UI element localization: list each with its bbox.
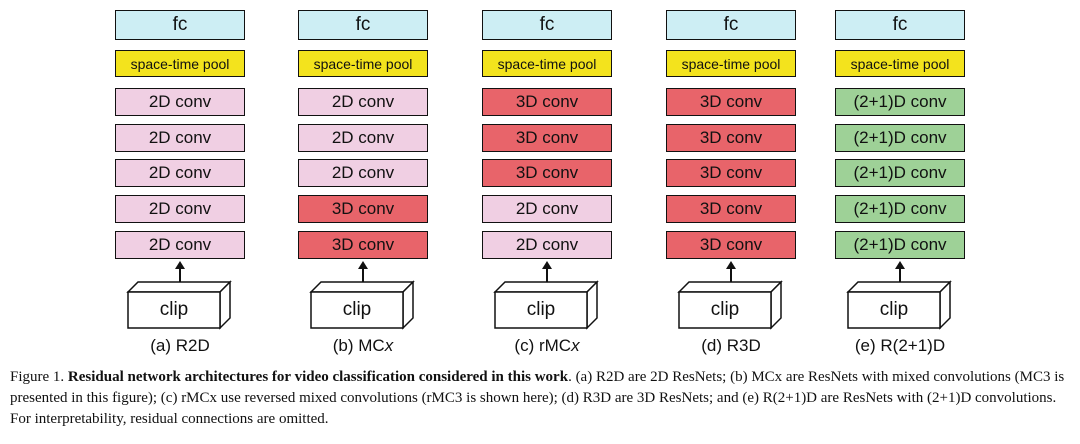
clip-cube-icon (493, 280, 599, 330)
conv-layer: 2D conv (482, 195, 612, 223)
up-arrow-head (726, 261, 736, 269)
conv-layer: 3D conv (666, 124, 796, 152)
column-label: (d) R3D (701, 336, 761, 355)
clip-label: clip (710, 299, 740, 320)
column-rmcx: fc space-time pool 3D conv 3D conv 3D co… (482, 0, 612, 365)
conv-layer: 3D conv (666, 231, 796, 259)
conv-layer: (2+1)D conv (835, 231, 965, 259)
clip-cube-icon (309, 280, 415, 330)
conv-layer: 2D conv (115, 231, 245, 259)
space-time-pool-layer: space-time pool (835, 50, 965, 77)
up-arrow-head (358, 261, 368, 269)
fc-layer: fc (298, 10, 428, 40)
fc-layer: fc (666, 10, 796, 40)
column-r21d: fc space-time pool (2+1)D conv (2+1)D co… (835, 0, 965, 365)
conv-layer: 3D conv (482, 88, 612, 116)
conv-layer: (2+1)D conv (835, 88, 965, 116)
space-time-pool-layer: space-time pool (115, 50, 245, 77)
column-r2d: fc space-time pool 2D conv 2D conv 2D co… (115, 0, 245, 365)
conv-layer: 3D conv (666, 195, 796, 223)
conv-layer: 3D conv (482, 124, 612, 152)
conv-layer: (2+1)D conv (835, 124, 965, 152)
conv-layer: 2D conv (115, 124, 245, 152)
column-label: (b) MCx (332, 336, 394, 355)
caption-title: Residual network architectures for video… (67, 369, 569, 385)
fc-layer: fc (482, 10, 612, 40)
conv-layer: 3D conv (666, 88, 796, 116)
conv-layer: 2D conv (115, 159, 245, 187)
clip-cube-icon (846, 280, 952, 330)
clip-label: clip (526, 299, 556, 320)
caption-body: . (a) R2D are 2D ResNets; (b) MCx are Re… (10, 369, 1065, 427)
up-arrow-line (362, 268, 364, 284)
conv-layer: 3D conv (482, 159, 612, 187)
conv-layer: 2D conv (482, 231, 612, 259)
up-arrow-line (730, 268, 732, 284)
up-arrow-line (899, 268, 901, 284)
up-arrow-head (175, 261, 185, 269)
column-label: (a) R2D (150, 336, 210, 355)
conv-layer: 3D conv (298, 195, 428, 223)
clip-label: clip (159, 299, 189, 320)
conv-layer: 3D conv (666, 159, 796, 187)
caption-figure-number: Figure 1. (10, 369, 65, 385)
conv-layer: 2D conv (298, 88, 428, 116)
fc-layer: fc (115, 10, 245, 40)
up-arrow-line (546, 268, 548, 284)
clip-label: clip (342, 299, 372, 320)
figure-caption: Figure 1. Residual network architectures… (10, 367, 1072, 430)
conv-layer: (2+1)D conv (835, 159, 965, 187)
fc-layer: fc (835, 10, 965, 40)
conv-layer: 2D conv (298, 124, 428, 152)
clip-cube-icon (677, 280, 783, 330)
up-arrow-line (179, 268, 181, 284)
clip-label: clip (879, 299, 909, 320)
architecture-diagram: fc space-time pool 2D conv 2D conv 2D co… (115, 0, 965, 365)
column-mcx: fc space-time pool 2D conv 2D conv 2D co… (298, 0, 428, 365)
up-arrow-head (895, 261, 905, 269)
conv-layer: 3D conv (298, 231, 428, 259)
column-label: (e) R(2+1)D (854, 336, 946, 355)
conv-layer: 2D conv (115, 195, 245, 223)
space-time-pool-layer: space-time pool (482, 50, 612, 77)
column-label: (c) rMCx (514, 336, 580, 355)
clip-cube-icon (126, 280, 232, 330)
up-arrow-head (542, 261, 552, 269)
conv-layer: (2+1)D conv (835, 195, 965, 223)
column-r3d: fc space-time pool 3D conv 3D conv 3D co… (666, 0, 796, 365)
conv-layer: 2D conv (115, 88, 245, 116)
space-time-pool-layer: space-time pool (666, 50, 796, 77)
space-time-pool-layer: space-time pool (298, 50, 428, 77)
conv-layer: 2D conv (298, 159, 428, 187)
